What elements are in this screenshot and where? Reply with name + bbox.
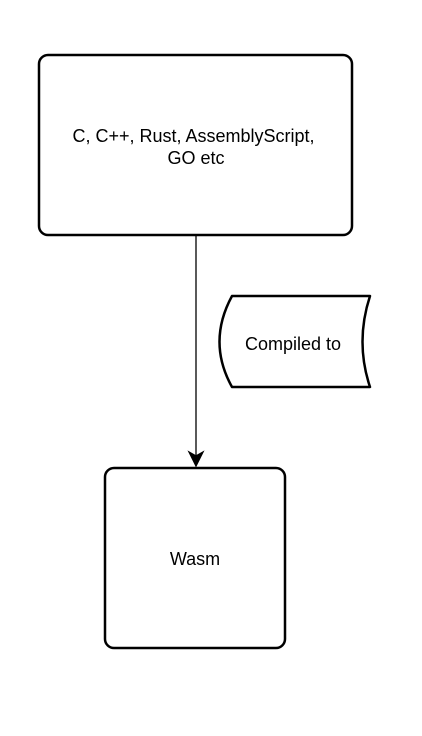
source-languages-node[interactable]: C, C++, Rust, AssemblyScript, GO etc (37, 53, 354, 237)
wasm-node[interactable]: Wasm (103, 466, 287, 650)
source-languages-label: C, C++, Rust, AssemblyScript, GO etc (72, 126, 319, 168)
compiled-to-node[interactable]: Compiled to (218, 294, 372, 389)
compile-arrow-head (187, 450, 205, 468)
wasm-box (103, 466, 287, 650)
compiled-to-label: Compiled to (245, 334, 341, 354)
source-languages-line-1: C, C++, Rust, AssemblyScript, (72, 126, 314, 146)
source-languages-line-2: GO etc (167, 148, 224, 168)
wasm-label: Wasm (170, 549, 220, 569)
compiled-to-shape (218, 294, 372, 389)
compile-arrow (187, 235, 205, 468)
